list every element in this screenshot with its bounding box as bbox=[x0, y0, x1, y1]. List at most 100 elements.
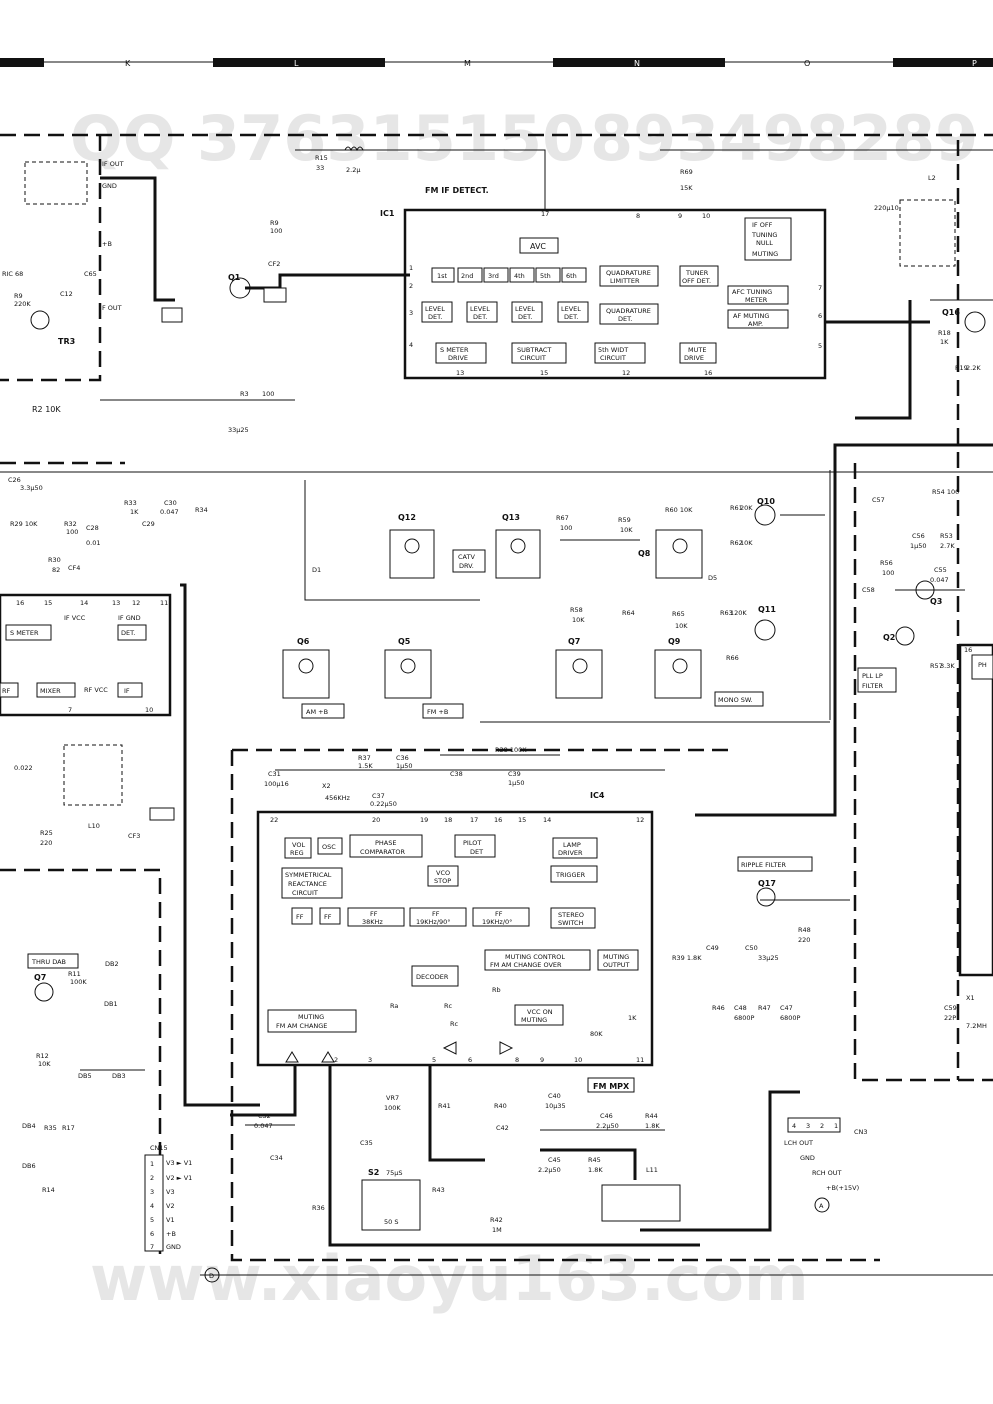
ruler-m: M bbox=[464, 59, 471, 68]
ic1-pin-1: 1 bbox=[409, 264, 413, 272]
am-pin-12: 12 bbox=[132, 599, 140, 607]
q17-transistor bbox=[756, 887, 776, 907]
q6-label: Q6 bbox=[297, 637, 310, 646]
cn15-label: CN15 bbox=[150, 1144, 168, 1152]
ic4-phase-comparator bbox=[349, 834, 423, 858]
c47-value: 6800P bbox=[780, 1014, 801, 1022]
ic4-fm-mpx: IC4 FM MPX VOL REG OSC PHASE COMPARATOR … bbox=[256, 791, 654, 1093]
s2-50-label: 50 S bbox=[384, 1218, 398, 1226]
ic4-1k: 1K bbox=[628, 1014, 637, 1022]
ic1-tuner-off-det bbox=[679, 265, 719, 287]
ic1-subtract-circuit bbox=[511, 342, 567, 364]
cn3-pin-3: 3 bbox=[806, 1122, 810, 1130]
r46-label: R46 bbox=[712, 1004, 725, 1012]
r36-label: R36 bbox=[312, 1204, 325, 1212]
r64-label: R64 bbox=[622, 609, 635, 617]
cn3-pin-4: 4 bbox=[792, 1122, 796, 1130]
c28-value: 0.01 bbox=[86, 539, 100, 547]
s2-switch bbox=[361, 1179, 421, 1231]
r44-value: 1.8K bbox=[645, 1122, 660, 1130]
ic1-if-off-l2: TUNING bbox=[751, 231, 777, 239]
d1-label: D1 bbox=[312, 566, 321, 574]
q13-box bbox=[495, 529, 541, 579]
cf2-label: CF2 bbox=[268, 260, 280, 268]
ic4-pin-3: 3 bbox=[368, 1056, 372, 1064]
q16-transistor bbox=[964, 311, 986, 333]
ic1-pin-3: 3 bbox=[409, 309, 413, 317]
ic4-pin-9: 9 bbox=[540, 1056, 544, 1064]
ic4-vco-stop bbox=[427, 865, 459, 887]
ic4-stereo-switch-l2: SWITCH bbox=[558, 919, 584, 927]
db3-label: DB3 bbox=[112, 1072, 126, 1080]
if-transformer bbox=[24, 161, 88, 205]
ruler-o: O bbox=[804, 59, 810, 68]
q7-box bbox=[555, 649, 603, 699]
am-rf-vcc-label: RF VCC bbox=[84, 686, 108, 694]
cn15-pin-3: 3 bbox=[150, 1188, 154, 1196]
pll-ph-block bbox=[971, 654, 993, 680]
r37-value: 1.5K bbox=[358, 762, 373, 770]
q11-transistor bbox=[754, 619, 776, 641]
ic4-decoder-label: DECODER bbox=[416, 973, 449, 981]
c48-value: 6800P bbox=[734, 1014, 755, 1022]
r29-label: R29 10K bbox=[10, 520, 38, 528]
ic4-pin-18: 18 bbox=[444, 816, 452, 824]
am-pin-11: 11 bbox=[160, 599, 168, 607]
ic1-level-det-3-l1: LEVEL bbox=[515, 305, 535, 313]
x2-label: X2 bbox=[322, 782, 331, 790]
ripple-filter-area: RIPPLE FILTER Q17 R48 220 C49 C50 33μ25 … bbox=[706, 856, 868, 1213]
db2-label: DB2 bbox=[105, 960, 119, 968]
pll-ic-body bbox=[958, 643, 993, 977]
ic4-vol-reg-l1: VOL bbox=[292, 841, 305, 849]
am-rf-block bbox=[0, 682, 19, 698]
c30-value: 0.047 bbox=[160, 508, 179, 516]
ic1-pin-13: 13 bbox=[456, 369, 464, 377]
ic1-stage-2-label: 2nd bbox=[461, 272, 473, 280]
ic1-level-det-2 bbox=[466, 301, 498, 323]
ic4-pin-20: 20 bbox=[372, 816, 380, 824]
c45-label: C45 bbox=[548, 1156, 561, 1164]
ic4-body bbox=[256, 810, 654, 1067]
cn15-pin-5: 5 bbox=[150, 1216, 154, 1224]
x1-label: X1 bbox=[966, 994, 975, 1002]
cn15-pin-6: 6 bbox=[150, 1230, 154, 1238]
ic4-phase-comp-l1: PHASE bbox=[375, 839, 397, 847]
ic4-pin-5: 5 bbox=[432, 1056, 436, 1064]
watermark-number: 893498289 bbox=[590, 102, 978, 175]
wire-right-bus bbox=[855, 300, 912, 420]
ic1-pin-7: 7 bbox=[818, 284, 822, 292]
c30-label: C30 bbox=[164, 499, 177, 507]
x1-value: 7.2MH bbox=[966, 1022, 987, 1030]
cn15-v2v1: V2 ► V1 bbox=[166, 1174, 192, 1182]
ic4-ff-2 bbox=[319, 907, 341, 925]
ic4-decoder bbox=[411, 965, 459, 987]
q7b-label: Q7 bbox=[34, 973, 46, 982]
r11-label: R11 bbox=[68, 970, 81, 978]
r61-label: R61 bbox=[730, 504, 743, 512]
q2-label: Q2 bbox=[883, 633, 895, 642]
c35-label: C35 bbox=[360, 1139, 373, 1147]
ic1-subtract-circuit-l1: SUBTRACT bbox=[517, 346, 551, 354]
ic1-body bbox=[403, 208, 827, 380]
ic4-phase-comp-l2: COMPARATOR bbox=[360, 848, 405, 856]
r33-value: 1K bbox=[130, 508, 139, 516]
c47-label: C47 bbox=[780, 1004, 793, 1012]
r56-label: R56 bbox=[880, 559, 893, 567]
am-det-block bbox=[117, 624, 147, 641]
ic1-level-det-4-l2: DET. bbox=[564, 313, 578, 321]
c31-value: 100μ16 bbox=[264, 780, 289, 788]
ic4-pin-12: 12 bbox=[636, 816, 644, 824]
ic1-if-off-l4: MUTING bbox=[752, 250, 778, 258]
ic1-mute-drive-l2: DRIVE bbox=[684, 354, 704, 362]
cn3-sig-lch: LCH OUT bbox=[784, 1139, 813, 1147]
c45-value: 2.2μ50 bbox=[538, 1166, 561, 1174]
ic4-ff-38-l1: FF bbox=[370, 910, 378, 918]
q8-transistor bbox=[672, 538, 688, 554]
cn15-pin-2: 2 bbox=[150, 1174, 154, 1182]
ic4-ff-19-0-l1: FF bbox=[495, 910, 503, 918]
ic4-lamp-driver-l1: LAMP bbox=[563, 841, 581, 849]
ic4-lamp-driver bbox=[552, 837, 598, 859]
cf2-filter bbox=[263, 287, 287, 303]
r57-value: 3.3K bbox=[940, 662, 955, 670]
r58-value: 10K bbox=[572, 616, 585, 624]
